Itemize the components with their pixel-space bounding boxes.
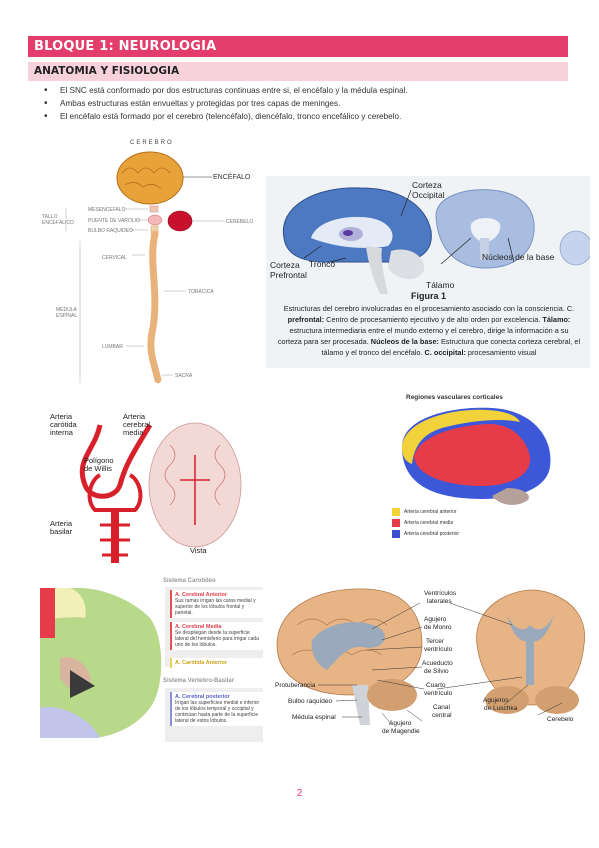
cns-diagram: CEREBRO ENCÉFALO CEREBELO TALLO ENCEFÁLI… — [42, 140, 253, 385]
vascular-legend: Arteria cerebral anterior Arteria cerebr… — [392, 506, 459, 539]
svg-text:central: central — [432, 712, 452, 719]
svg-text:PUENTE DE VAROLIO: PUENTE DE VAROLIO — [88, 218, 140, 224]
svg-text:de Luschka: de Luschka — [484, 705, 518, 712]
magendie-label: Agujero — [389, 720, 412, 727]
figure1-title: Figura 1 — [411, 291, 447, 301]
ventricles-diagram: Ventrículos laterales Agujero de Monro T… — [275, 588, 585, 735]
svg-text:SACRA: SACRA — [175, 373, 193, 379]
svg-text:TORACICA: TORACICA — [188, 289, 214, 295]
legend-swatch-blue — [392, 529, 400, 538]
svg-text:LUMBAR: LUMBAR — [102, 344, 123, 350]
carotid-figure: Sistema Carotídeo A. Cerebral Anterior S… — [40, 578, 268, 746]
cerebral-media-card: A. Cerebral Media Se despliegan desde la… — [170, 622, 266, 650]
svg-text:basilar: basilar — [50, 527, 73, 536]
cuarto-ventriculo-label: Cuarto — [426, 682, 446, 689]
monro-label: Agujero — [424, 616, 447, 623]
svg-text:media: media — [123, 428, 144, 437]
svg-text:ENCEFÁLICO: ENCEFÁLICO — [42, 219, 74, 226]
section-subtitle-banner: ANATOMIA Y FISIOLOGIA — [28, 62, 568, 81]
encefalo-label: ENCÉFALO — [213, 172, 251, 181]
tronco-label: Tronco — [309, 259, 336, 269]
legend-item: Arteria cerebral media — [392, 517, 459, 528]
svg-text:carótida: carótida — [50, 420, 78, 429]
vascular-regions-figure: Regiones vasculares corticales Arteria c… — [382, 390, 582, 550]
cerebelo-label: Cerebelo — [547, 716, 574, 723]
svg-text:MESENCEFALO: MESENCEFALO — [88, 207, 126, 213]
legend-swatch-red — [392, 518, 400, 527]
poligono-label: Polígono — [84, 456, 114, 465]
section-title-banner: BLOQUE 1: NEUROLOGIA — [28, 36, 568, 57]
vascular-title: Regiones vasculares corticales — [406, 394, 503, 401]
bullet-item: El SNC está conformado por dos estructur… — [42, 84, 562, 97]
cerebro-label: CEREBRO — [130, 140, 174, 146]
svg-text:de Silvio: de Silvio — [424, 668, 449, 675]
tercer-ventriculo-label: Tercer — [426, 638, 445, 645]
svg-text:TALLO: TALLO — [42, 214, 58, 220]
bullet-item: El encéfalo está formado por el cerebro … — [42, 110, 562, 123]
svg-text:cerebral: cerebral — [123, 420, 150, 429]
carotida-label-1: Arteria — [50, 412, 73, 421]
carotida-anterior-card: A. Carótida Anterior — [170, 658, 266, 668]
svg-text:interna: interna — [50, 428, 74, 437]
svg-text:de Monro: de Monro — [424, 624, 452, 631]
vascular-brain-image — [402, 407, 551, 505]
svg-text:MÉDULA: MÉDULA — [56, 306, 78, 313]
intro-bullet-list: El SNC está conformado por dos estructur… — [42, 84, 562, 123]
brain-image — [116, 151, 184, 205]
ventriculos-laterales-label: Ventrículos — [424, 590, 457, 597]
cerebral-anterior-card: A. Cerebral Anterior Sus ramas irrigan l… — [170, 590, 266, 618]
bullet-item: Ambas estructuras están envueltas y prot… — [42, 97, 562, 110]
medula-label: Médula espinal — [292, 714, 336, 721]
cerebral-posterior-card: A. Cerebral posterior Irrigan las superf… — [170, 692, 266, 726]
cerebellum-image — [167, 210, 193, 232]
protuberancia-label: Protuberancia — [275, 682, 316, 689]
bulbo-label: Bulbo raquídeo — [288, 698, 332, 705]
cerebelo-label: CEREBELO — [226, 219, 253, 225]
luschka-label: Agujeros — [483, 697, 509, 704]
legend-swatch-yellow — [392, 507, 400, 516]
svg-text:ESPINAL: ESPINAL — [56, 313, 77, 319]
sistema-vertebro-label: Sistema Vertebro-Basilar — [163, 678, 235, 684]
figure1-brain-image — [282, 187, 590, 294]
svg-text:CERVICAL: CERVICAL — [102, 255, 127, 261]
coronal-brain-image — [40, 588, 162, 738]
legend-item: Arteria cerebral posterior — [392, 528, 459, 539]
vista-label: Vista — [190, 546, 207, 555]
sistema-carotideo-label: Sistema Carotídeo — [163, 578, 216, 584]
spine-image — [147, 230, 162, 385]
svg-text:ventrículo: ventrículo — [424, 690, 453, 697]
figure1-caption: Estructuras del cerebro involucradas en … — [277, 304, 581, 357]
legend-item: Arteria cerebral anterior — [392, 506, 459, 517]
page-number: 2 — [296, 788, 303, 799]
nucleos-label: Núcleos de la base — [482, 252, 555, 262]
willis-diagram: Arteria carótida interna Arteria cerebra… — [50, 412, 242, 563]
talamo-label: Tálamo — [426, 280, 455, 290]
basilar-label: Arteria — [50, 519, 73, 528]
silvio-label: Acueducto — [422, 660, 453, 667]
svg-text:BULBO RAQUIDEO: BULBO RAQUIDEO — [88, 228, 133, 234]
canal-central-label: Canal — [433, 704, 451, 711]
cerebral-media-label: Arteria — [123, 412, 146, 421]
svg-text:de Willis: de Willis — [84, 464, 112, 473]
svg-text:de Magendie: de Magendie — [382, 728, 420, 735]
svg-text:ventrículo: ventrículo — [424, 646, 453, 653]
svg-text:laterales: laterales — [427, 598, 452, 605]
